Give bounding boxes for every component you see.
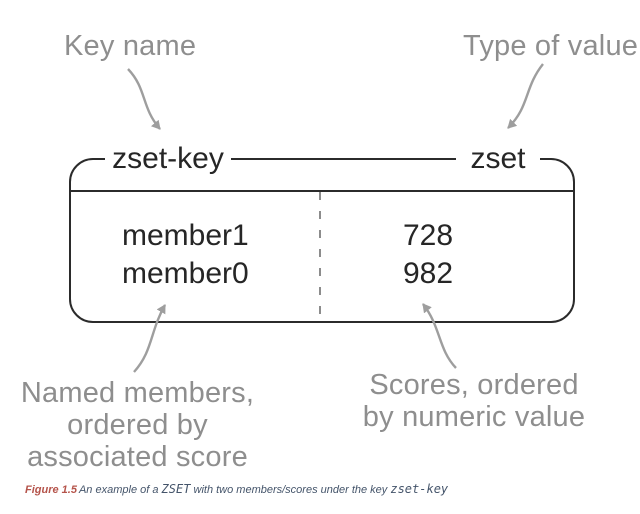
figure-number-label: Figure 1.5 xyxy=(25,484,77,496)
zset-key-title: zset-key xyxy=(105,142,231,176)
scores-annotation: Scores, ordered by numeric value xyxy=(354,369,594,433)
annotation-line: Scores, ordered xyxy=(369,369,579,401)
caption-text: with two members/scores under the key xyxy=(190,484,391,496)
annotation-line: by numeric value xyxy=(362,401,586,433)
key-name-annotation: Key name xyxy=(64,30,197,62)
annotation-line: associated score xyxy=(27,441,248,473)
member-cell: member1 xyxy=(122,219,249,252)
caption-code-zset: ZSET xyxy=(161,482,191,496)
key-name-arrow xyxy=(127,68,161,130)
score-cell: 728 xyxy=(402,219,454,252)
member-score-divider-dashed-line xyxy=(319,192,321,319)
caption-code-zset-key: zset-key xyxy=(390,482,449,496)
annotation-line: ordered by xyxy=(67,409,208,441)
header-separator-line xyxy=(71,190,573,192)
caption-text: An example of a xyxy=(78,484,162,496)
type-of-value-arrow xyxy=(507,63,544,129)
type-of-value-annotation: Type of value xyxy=(463,30,639,62)
zset-box: member1 728 member0 982 xyxy=(69,158,575,323)
score-cell: 982 xyxy=(402,257,454,290)
annotation-line: Named members, xyxy=(20,377,255,409)
named-members-annotation: Named members, ordered by associated sco… xyxy=(15,377,260,473)
member-cell: member0 xyxy=(122,257,249,290)
zset-type-title: zset xyxy=(456,142,540,176)
